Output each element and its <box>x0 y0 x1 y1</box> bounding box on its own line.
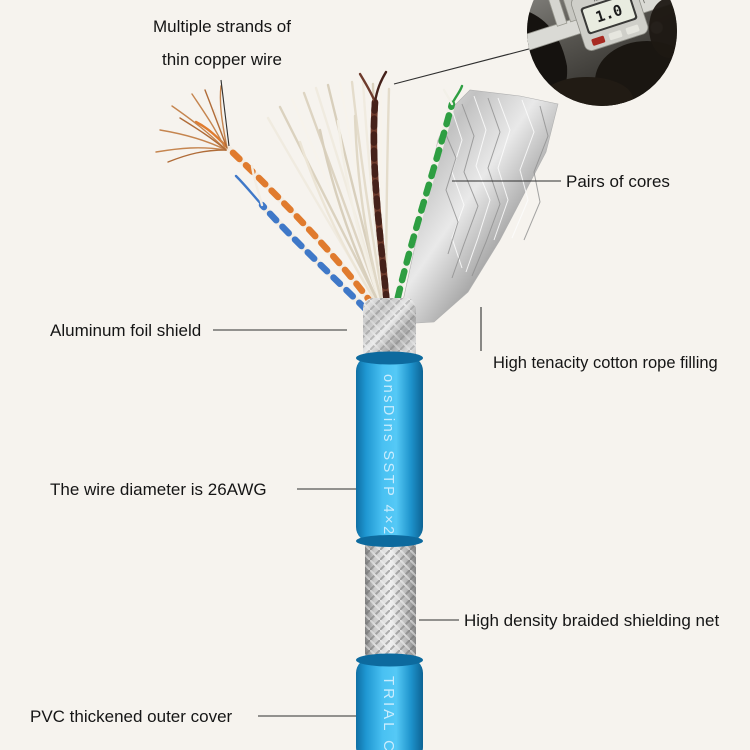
wire-pair-green <box>390 84 464 319</box>
copper-strands <box>155 85 228 163</box>
thumb-silhouette <box>649 0 677 58</box>
cotton-rope-strands <box>266 80 391 320</box>
annotation-braided-net: High density braided shielding net <box>464 611 720 630</box>
caliper-button-mid <box>608 30 623 41</box>
caliper-fixed-jaw <box>546 0 568 27</box>
wire-pair-brown <box>358 70 392 322</box>
leader-line-copper <box>220 79 230 147</box>
jacket-print-upper: onsDins SSTP 4×2 <box>380 374 396 537</box>
caliper-button-red <box>591 35 606 46</box>
annotation-copper-wire-line1: Multiple strands of <box>153 17 291 36</box>
annotation-copper-wire: Multiple strands of thin copper wire <box>122 16 322 83</box>
annotation-copper-wire-line2: thin copper wire <box>161 50 282 70</box>
annotation-cotton-rope: High tenacity cotton rope filling <box>493 354 718 372</box>
caliper-tool: mm/inch 1.0 <box>527 0 677 56</box>
annotation-pairs-of-cores: Pairs of cores <box>566 172 670 191</box>
annotation-aluminum-foil: Aluminum foil shield <box>50 321 202 340</box>
annotation-pvc-cover: PVC thickened outer cover <box>30 707 233 726</box>
leader-line-caliper <box>393 43 549 85</box>
pvc-jacket-lower: TRIAL CAB <box>356 653 423 750</box>
braided-shield-section <box>365 537 416 663</box>
pvc-jacket-upper: onsDins SSTP 4×2 <box>356 351 423 547</box>
caliper-button-right <box>625 24 640 35</box>
wire-pair-blue <box>234 164 382 326</box>
jacket-print-lower: TRIAL CAB <box>380 676 397 750</box>
caliper-lcd <box>582 0 636 32</box>
annotation-wire-diameter: The wire diameter is 26AWG <box>50 480 267 499</box>
foil-collar <box>363 298 416 362</box>
